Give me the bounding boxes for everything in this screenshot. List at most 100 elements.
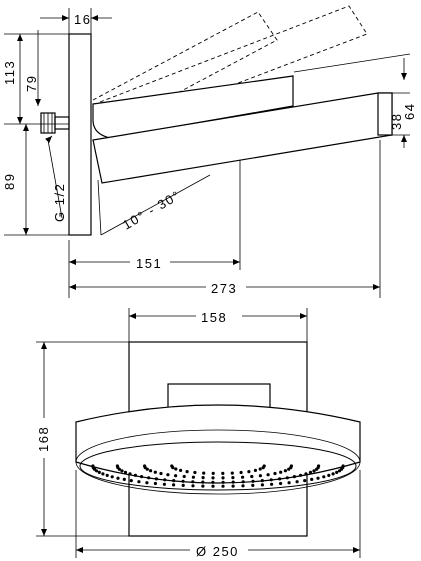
nozzle	[231, 480, 235, 484]
nozzle	[221, 476, 225, 480]
dim-head-thickness-inner: 38	[389, 113, 404, 130]
nozzle	[327, 473, 331, 477]
dim-head-diameter: Ø 250	[196, 544, 239, 559]
nozzle	[149, 469, 153, 473]
nozzle	[211, 476, 215, 480]
nozzle	[143, 464, 147, 468]
nozzle	[191, 484, 195, 488]
nozzle	[122, 477, 126, 481]
nozzle	[337, 469, 342, 473]
nozzle	[116, 476, 120, 480]
nozzle	[258, 474, 262, 478]
nozzle	[172, 479, 176, 483]
nozzle	[181, 483, 185, 487]
nozzle	[285, 476, 289, 480]
nozzle	[105, 473, 109, 477]
nozzle	[101, 472, 105, 476]
nozzle	[123, 470, 128, 474]
dim-plate-width: 158	[201, 310, 227, 325]
nozzle	[292, 475, 296, 479]
wall-plate-side	[68, 33, 92, 236]
nozzle	[137, 480, 141, 484]
nozzle	[140, 475, 144, 479]
nozzle	[201, 476, 205, 480]
dim-plate-height: 168	[36, 426, 51, 452]
nozzle	[154, 477, 158, 481]
nozzle	[191, 475, 195, 479]
nozzle	[185, 470, 189, 474]
nozzle	[316, 476, 320, 480]
nozzle	[331, 472, 335, 476]
nozzle	[170, 464, 174, 468]
nozzle	[247, 470, 251, 474]
nozzle	[211, 480, 215, 484]
tilt-range-outline	[92, 11, 278, 129]
nozzle	[273, 471, 277, 476]
nozzle	[163, 478, 167, 482]
nozzle	[174, 474, 178, 478]
nozzle	[110, 475, 114, 479]
nozzle	[172, 483, 176, 487]
dim-height-below: 89	[2, 173, 17, 190]
nozzle	[251, 483, 255, 487]
nozzle	[241, 475, 245, 479]
nozzle	[202, 471, 206, 475]
nozzle	[250, 474, 254, 479]
dim-connection-thread: G 1/2	[52, 183, 67, 222]
nozzle	[312, 469, 316, 473]
nozzle	[287, 467, 291, 471]
nozzle	[310, 477, 314, 481]
nozzle	[231, 484, 235, 488]
nozzle	[166, 473, 170, 477]
nozzle	[182, 474, 186, 479]
nozzle	[221, 480, 225, 484]
nozzle	[261, 466, 265, 470]
nozzle	[260, 479, 264, 483]
nozzle	[174, 467, 178, 471]
dim-tilt-angle: 10° - 30°	[120, 187, 183, 232]
shower-head-front	[75, 404, 361, 484]
spray-face	[79, 441, 357, 491]
nozzle	[181, 479, 185, 483]
nozzle	[251, 479, 255, 483]
nozzle	[159, 471, 163, 476]
nozzle	[241, 484, 245, 488]
nozzle	[231, 476, 235, 480]
nozzle	[260, 483, 264, 487]
nozzle	[279, 481, 283, 486]
nozzle	[211, 471, 215, 475]
nozzle	[239, 470, 243, 475]
nozzle	[91, 464, 95, 468]
dim-reach-short: 151	[136, 256, 162, 271]
nozzle	[179, 468, 183, 472]
nozzle	[201, 480, 205, 484]
nozzle	[120, 469, 124, 473]
nozzle	[230, 471, 234, 475]
nozzle	[129, 479, 133, 483]
nozzle	[269, 478, 273, 482]
nozzle	[147, 476, 151, 480]
nozzle	[315, 467, 319, 471]
nozzle	[221, 471, 225, 475]
nozzle	[279, 470, 283, 474]
nozzle	[162, 482, 166, 486]
nozzle	[153, 481, 157, 486]
side-view: 16 113 89 79 G 1/2 10° - 30° 64 38 151 2	[2, 5, 417, 298]
nozzle	[295, 480, 299, 484]
nozzle	[191, 480, 195, 484]
dim-reach-total: 273	[211, 281, 237, 296]
nozzle	[145, 481, 149, 485]
nozzle	[221, 484, 225, 488]
nozzle	[193, 470, 197, 475]
nozzle	[97, 470, 101, 474]
nozzle	[303, 479, 307, 483]
nozzle	[299, 473, 303, 477]
nozzle	[335, 470, 339, 474]
nozzle	[115, 464, 119, 468]
dim-top-wall-offset: 16	[74, 12, 91, 27]
nozzle	[308, 470, 313, 474]
nozzle	[278, 477, 282, 481]
nozzle	[283, 469, 287, 473]
nozzle	[241, 480, 245, 484]
